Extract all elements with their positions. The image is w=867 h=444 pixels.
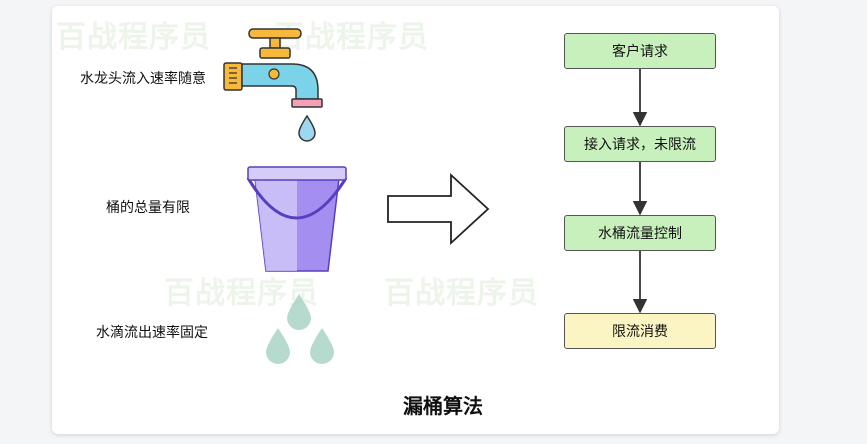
bucket-icon — [246, 166, 348, 272]
flow-step-rate-limited-consume: 限流消费 — [564, 313, 716, 349]
watermark: 百战程序员 — [384, 276, 539, 311]
faucet-label: 水龙头流入速率随意 — [80, 71, 206, 87]
flow-step-client-request: 客户请求 — [564, 33, 716, 69]
flow-step-bucket-control: 水桶流量控制 — [564, 215, 716, 251]
drip-drop-icon — [310, 328, 334, 364]
watermark: 百战程序员 — [56, 20, 211, 55]
flow-step-accept-request: 接入请求，未限流 — [564, 126, 716, 162]
drip-drop-icon — [266, 328, 290, 364]
faucet-icon — [223, 28, 323, 108]
drip-drop-icon — [287, 294, 311, 330]
illustration — [223, 28, 648, 364]
water-drop-icon — [298, 114, 316, 142]
diagram-title: 漏桶算法 — [403, 394, 483, 418]
diagram-card: 百战程序员 百战程序员 百战程序员 百战程序员 — [52, 6, 779, 434]
bucket-label: 桶的总量有限 — [106, 200, 190, 216]
drip-label: 水滴流出速率固定 — [96, 325, 208, 341]
right-arrow-icon — [387, 172, 490, 246]
